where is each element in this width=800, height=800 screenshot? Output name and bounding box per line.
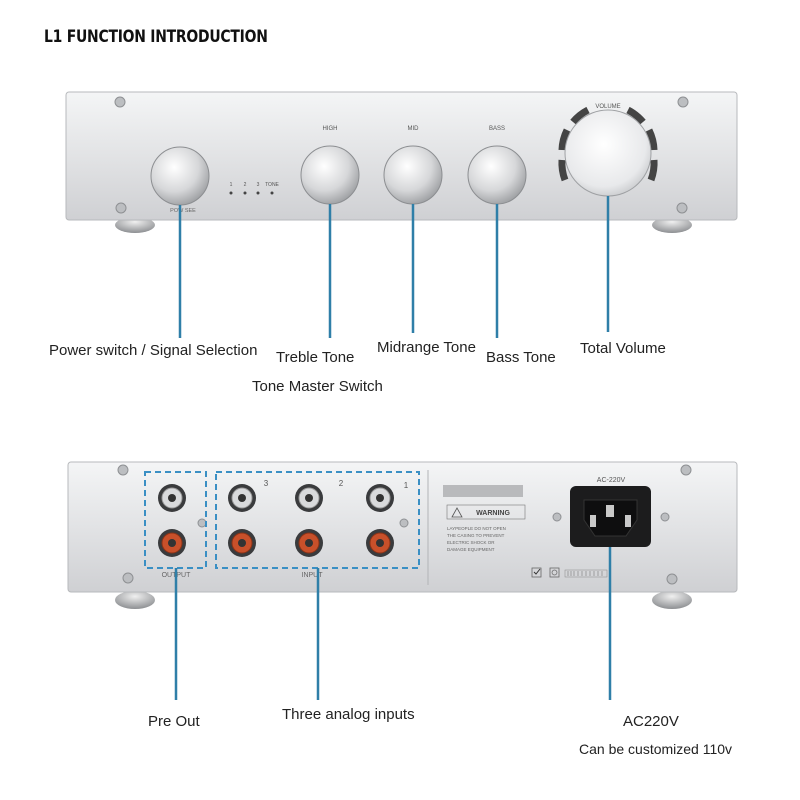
foot-right (652, 217, 692, 233)
input-number: 3 (264, 479, 269, 488)
warning-title: WARNING (476, 510, 510, 517)
foot-right (652, 591, 692, 609)
rear-panel: OUTPUT INPUT 3 2 1 (67, 461, 738, 609)
warning-icon (451, 507, 463, 518)
treble-knob[interactable] (300, 145, 360, 205)
warning-line: DAMAGE EQUIPMENT (447, 547, 495, 552)
mid-knob-label: MID (408, 126, 420, 132)
ac-socket-label: AC-220V (597, 477, 626, 484)
rca-input-3-red[interactable] (228, 529, 256, 557)
callout-volume: Total Volume (580, 340, 666, 357)
callout-pre-out: Pre Out (148, 713, 200, 730)
bass-knob[interactable] (467, 145, 527, 205)
power-knob[interactable] (150, 146, 210, 206)
serial-plate (443, 485, 523, 497)
input-number: 1 (404, 481, 409, 490)
rca-output-white[interactable] (158, 484, 186, 512)
callout-tone-master: Tone Master Switch (252, 378, 383, 395)
warning-line: THE CASING TO PREVENT (447, 533, 505, 538)
rca-input-2-red[interactable] (295, 529, 323, 557)
front-callout-lines (178, 196, 610, 338)
led-icon (229, 191, 233, 195)
ac-power-socket[interactable] (570, 486, 651, 547)
power-knob-label: POW SEE (170, 208, 196, 214)
screw-icon (399, 518, 409, 528)
high-knob-label: HIGH (323, 126, 338, 132)
screw-icon (122, 572, 134, 584)
rca-input-3-white[interactable] (228, 484, 256, 512)
foot-left (115, 591, 155, 609)
rca-output-red[interactable] (158, 529, 186, 557)
indicator-label: 3 (257, 182, 260, 188)
volume-scale (558, 106, 658, 182)
barcode-icon (564, 569, 608, 578)
volume-knob[interactable] (564, 109, 652, 197)
rca-input-2-white[interactable] (295, 484, 323, 512)
rca-input-1-white[interactable] (366, 484, 394, 512)
callout-bass: Bass Tone (486, 349, 556, 366)
input-number: 2 (339, 479, 344, 488)
screw-icon (117, 464, 129, 476)
output-group-box (144, 471, 207, 569)
led-icon (256, 191, 260, 195)
screw-icon (666, 573, 678, 585)
callout-ac: AC220V (623, 713, 679, 730)
callout-custom-voltage: Can be customized 110v (579, 741, 733, 757)
screw-icon (114, 96, 126, 108)
indicator-label: TONE (265, 182, 279, 188)
led-icon (243, 191, 247, 195)
screw-icon (197, 518, 207, 528)
rca-input-1-red[interactable] (366, 529, 394, 557)
screw-icon (552, 512, 562, 522)
warning-line: LAYPEOPLE DO NOT OPEN (447, 526, 506, 531)
volume-knob-label: VOLUME (595, 104, 620, 110)
front-panel: POW SEE 1 2 3 TONE HIGH MID BASS VOLUME (65, 91, 738, 233)
callout-midrange: Midrange Tone (377, 339, 476, 356)
recycle-icon (549, 567, 560, 578)
foot-left (115, 217, 155, 233)
input-panel-label: INPUT (302, 572, 324, 579)
bass-knob-label: BASS (489, 126, 505, 132)
warning-label: WARNING LAYPEOPLE DO NOT OPEN THE CASING… (446, 504, 526, 552)
indicator-label: 2 (244, 182, 247, 188)
indicator-leds: 1 2 3 TONE (229, 182, 280, 195)
screw-icon (677, 96, 689, 108)
page-title: L1 FUNCTION INTRODUCTION (44, 27, 268, 47)
indicator-label: 1 (230, 182, 233, 188)
screw-icon (680, 464, 692, 476)
led-icon (270, 191, 274, 195)
screw-icon (660, 512, 670, 522)
certification-icons (531, 567, 608, 578)
callout-treble: Treble Tone (276, 349, 355, 366)
rear-callout-lines (174, 547, 612, 700)
warning-line: ELECTRIC SHOCK OR (447, 540, 495, 545)
screw-icon (115, 202, 127, 214)
midrange-knob[interactable] (383, 145, 443, 205)
screw-icon (676, 202, 688, 214)
callout-power-switch: Power switch / Signal Selection (49, 342, 258, 359)
check-icon (531, 567, 542, 578)
callout-inputs: Three analog inputs (282, 706, 415, 723)
